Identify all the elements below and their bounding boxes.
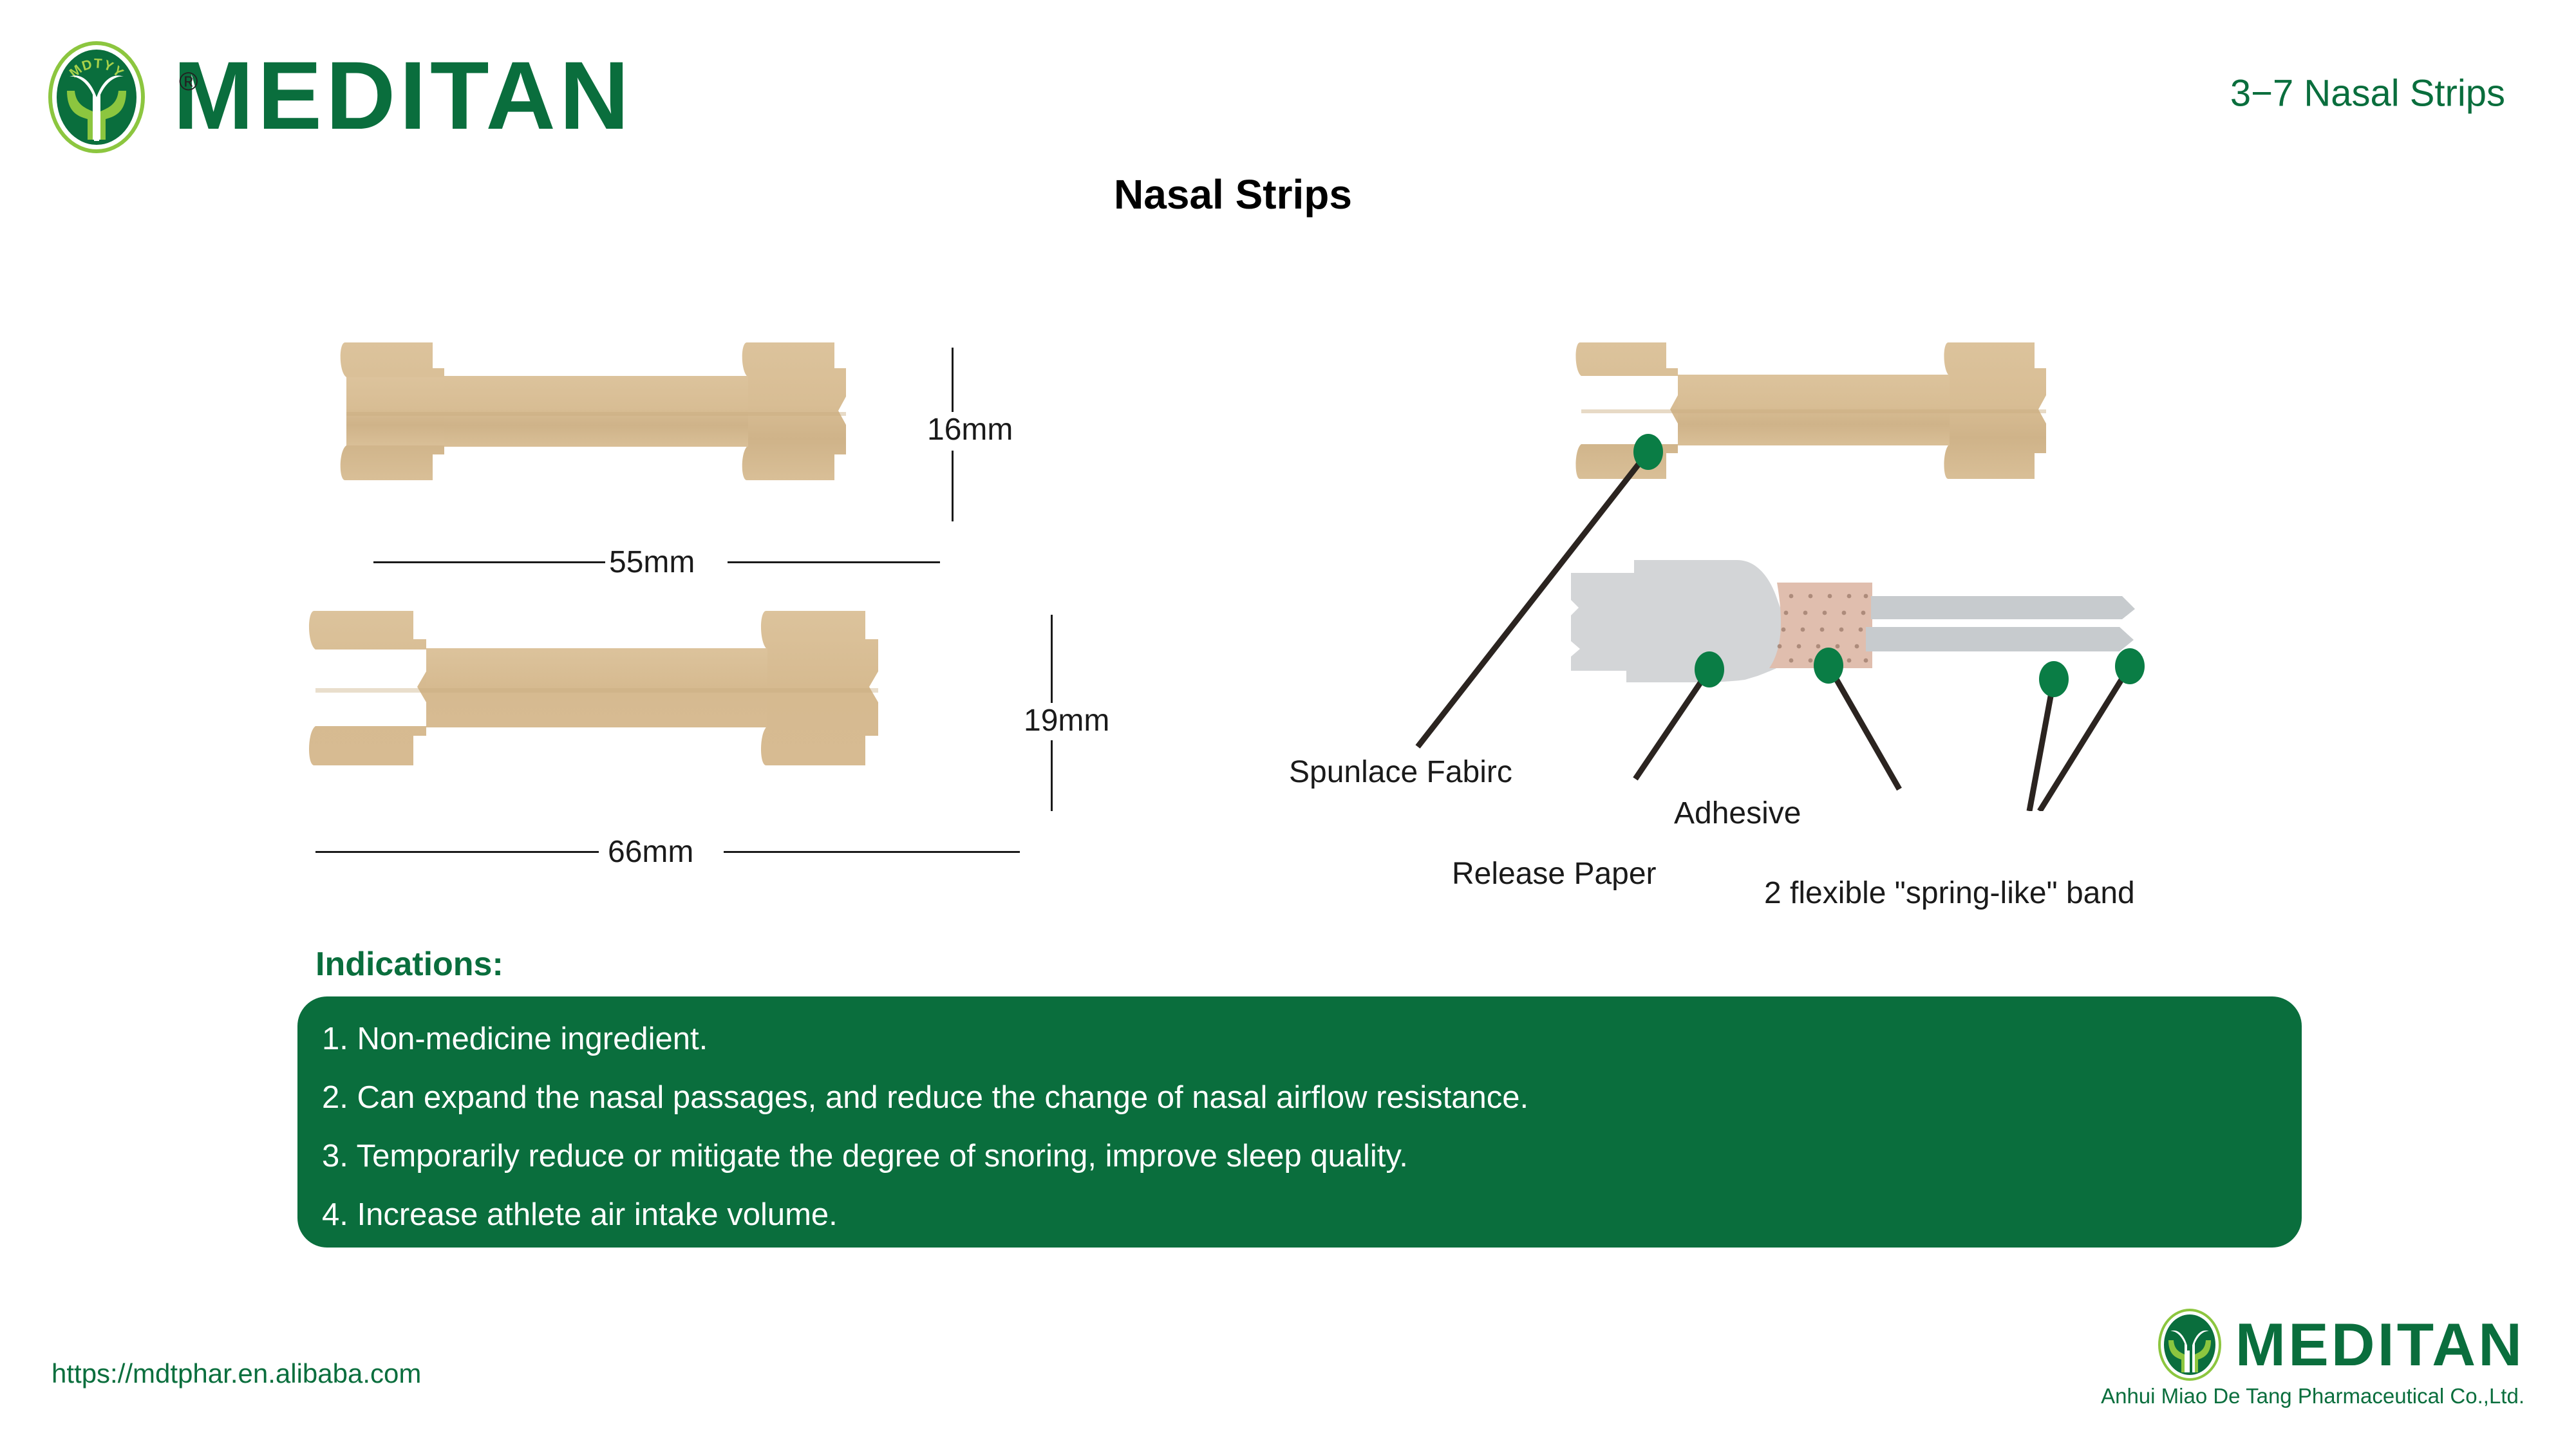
spring-band-icon-upper (1871, 596, 2135, 619)
dimension-label-width-small: 55mm (609, 545, 695, 580)
release-paper-sheet-icon (1571, 560, 1803, 682)
dimension-label-width-large: 66mm (608, 834, 694, 870)
page-reference-number: 3−7 (2230, 72, 2294, 115)
dimension-line-width-small-right (728, 561, 940, 563)
dimension-line-width-large-left (315, 851, 599, 853)
brand-header: MDTYY ® MEDITAN (45, 35, 633, 154)
indication-item: 2. Can expand the nasal passages, and re… (322, 1080, 1529, 1115)
page-reference: 3−7 Nasal Strips (2230, 72, 2505, 115)
exploded-layers-diagram (1571, 560, 2135, 682)
spring-band-icon-lower (1866, 627, 2134, 651)
footer-brand-logo: MEDITAN Anhui Miao De Tang Pharmaceutica… (2101, 1307, 2524, 1408)
page-reference-name: Nasal Strips (2304, 72, 2505, 115)
meditan-leaf-oval-logo-icon: MDTYY ® (45, 35, 198, 154)
registered-trademark-icon: ® (179, 68, 198, 96)
indication-item: 1. Non-medicine ingredient. (322, 1022, 708, 1056)
indications-heading: Indications: (315, 946, 503, 983)
indications-list: 1. Non-medicine ingredient. 2. Can expan… (322, 1024, 2266, 1258)
dimension-label-height-large: 19mm (1024, 703, 1110, 738)
callout-label-spring-bands: 2 flexible "spring-like" band (1764, 876, 2135, 910)
meditan-leaf-oval-logo-icon-footer (2154, 1307, 2225, 1383)
dimension-line-height-small (952, 348, 954, 422)
indication-item: 3. Temporarily reduce or mitigate the de… (322, 1139, 1408, 1173)
indications-panel (297, 996, 2302, 1248)
dimension-label-height-small: 16mm (927, 412, 1013, 447)
dimension-line-height-large (1051, 615, 1053, 711)
footer-company-name: Anhui Miao De Tang Pharmaceutical Co.,Lt… (2101, 1384, 2524, 1408)
callout-label-release-paper: Release Paper (1452, 857, 1657, 891)
page-title: Nasal Strips (1114, 171, 1352, 218)
dimension-line-width-small-left (373, 561, 605, 563)
footer-wordmark: MEDITAN (2235, 1311, 2524, 1378)
footer-website-link[interactable]: https://mdtphar.en.alibaba.com (52, 1358, 422, 1388)
brand-wordmark: MEDITAN (173, 41, 634, 149)
adhesive-patch-icon (1769, 583, 1872, 668)
callout-label-spunlace-fabric: Spunlace Fabirc (1289, 755, 1512, 789)
callout-label-adhesive: Adhesive (1674, 796, 1801, 830)
dimension-line-height-large-lower (1051, 740, 1053, 811)
nasal-strip-shape-icon-small (340, 342, 846, 480)
indication-item: 4. Increase athlete air intake volume. (322, 1197, 838, 1232)
dimension-line-height-small-lower (952, 451, 954, 521)
nasal-strip-shape-icon-exploded (1575, 342, 2046, 479)
nasal-strip-shape-icon-large (308, 611, 878, 765)
dimension-line-width-large-right (724, 851, 1020, 853)
